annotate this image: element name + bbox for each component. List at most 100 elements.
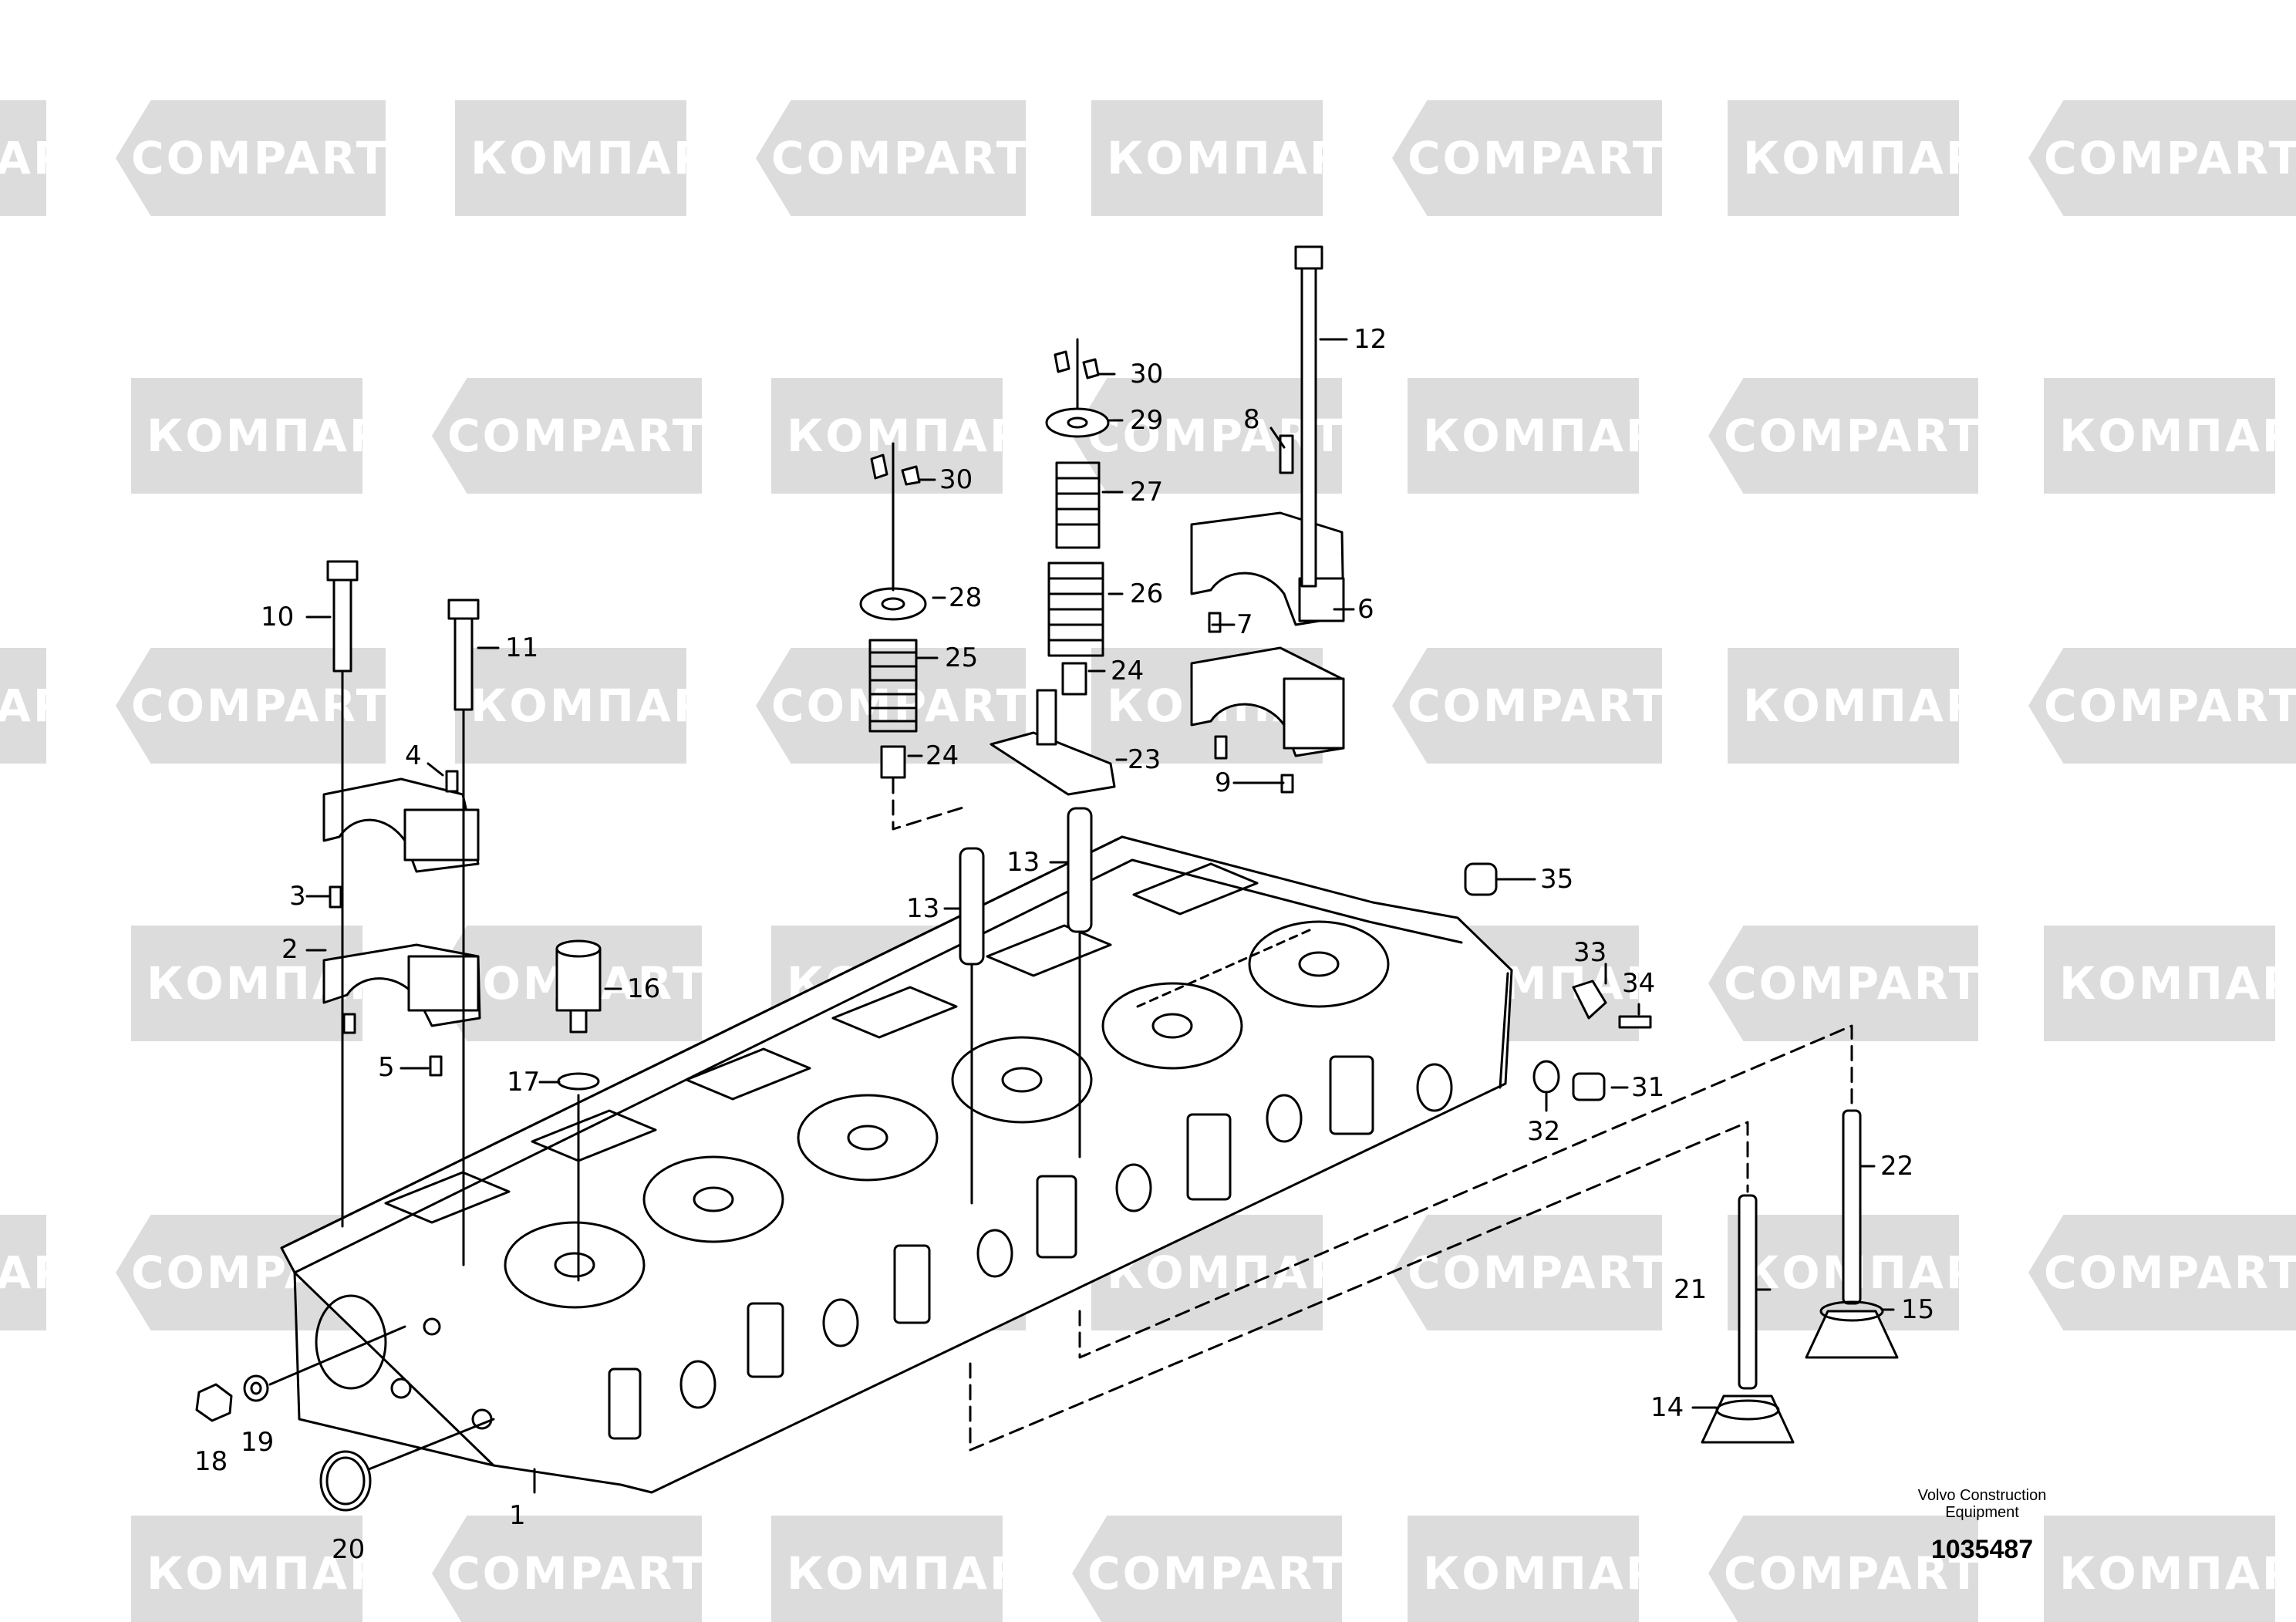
- watermark-text-latin: COMPART: [756, 100, 1026, 216]
- watermark-text-cyrillic: КОМПАРТ: [131, 378, 415, 494]
- union-31: [1572, 1072, 1606, 1101]
- watermark-text-latin: COMPART: [1392, 1215, 1662, 1330]
- callout-13a: 13: [906, 893, 940, 924]
- valve-guide-13b: [1067, 807, 1093, 933]
- o-ring-17: [557, 1072, 600, 1091]
- watermark-text-latin: COMPART: [1708, 926, 1978, 1041]
- callout-26: 26: [1130, 578, 1164, 609]
- watermark-text-latin: COMPART: [1708, 378, 1978, 494]
- watermark-text-latin: COMPART: [756, 648, 1026, 764]
- company-name-line-1: Volvo Construction: [1917, 1487, 2047, 1504]
- callout-9: 9: [1215, 767, 1232, 798]
- washer-19: [243, 1374, 269, 1402]
- valve-stack-right: [990, 350, 1116, 796]
- callout-29: 29: [1130, 405, 1164, 436]
- watermark-text-cyrillic: КОМПАРТ: [131, 1516, 415, 1622]
- valve-guide-13a: [959, 847, 985, 966]
- watermark-text-cyrillic: КОМПАРТ: [455, 648, 739, 764]
- callout-4: 4: [405, 740, 422, 771]
- callout-31: 31: [1631, 1072, 1665, 1103]
- callout-2: 2: [282, 934, 298, 965]
- company-name-line-2: Equipment: [1945, 1504, 2019, 1521]
- callout-3: 3: [289, 881, 306, 912]
- bolt-12: [1294, 245, 1323, 588]
- drawing-number: 1035487: [1930, 1535, 2034, 1564]
- callout-35: 35: [1540, 864, 1574, 895]
- callout-23: 23: [1128, 744, 1161, 775]
- bearing-cap-7: [1190, 646, 1345, 757]
- bolt-34: [1618, 1015, 1652, 1029]
- seal-32: [1532, 1060, 1560, 1094]
- callout-19: 19: [241, 1427, 275, 1458]
- callout-13b: 13: [1006, 847, 1040, 878]
- callout-27: 27: [1130, 477, 1164, 508]
- injector-sleeve-16: [555, 939, 602, 1034]
- bearing-cap-6: [1190, 511, 1345, 626]
- callout-16: 16: [627, 973, 661, 1004]
- watermark-text-latin: COMPART: [116, 100, 386, 216]
- callout-18: 18: [194, 1446, 228, 1477]
- watermark-text-latin: COMPART: [1392, 648, 1662, 764]
- watermark-text-cyrillic: КОМПАРТ: [771, 1516, 1055, 1622]
- watermark-text-latin: COMPART: [1072, 1516, 1342, 1622]
- watermark-text-latin: COMPART: [2028, 1215, 2296, 1330]
- callout-15: 15: [1901, 1294, 1935, 1325]
- watermark-text-latin: COMPART: [432, 1516, 702, 1622]
- watermark-text-latin: COMPART: [1072, 378, 1342, 494]
- callout-5: 5: [378, 1052, 395, 1083]
- callout-21: 21: [1674, 1274, 1708, 1305]
- watermark-text-latin: COMPART: [1392, 100, 1662, 216]
- drawing-footer: Volvo Construction Equipment 1035487: [1874, 1487, 2090, 1565]
- watermark-text-latin: COMPART: [1708, 1516, 1978, 1622]
- callout-24b: 24: [1111, 656, 1145, 686]
- plug-35: [1464, 862, 1498, 896]
- callout-22: 22: [1880, 1151, 1914, 1182]
- watermark-text-cyrillic: КОМПАРТ: [2044, 378, 2296, 494]
- callout-6: 6: [1357, 594, 1374, 625]
- callout-10: 10: [261, 602, 295, 632]
- valve-22: [1805, 1109, 1899, 1359]
- callout-12: 12: [1354, 324, 1387, 355]
- callout-7: 7: [1236, 609, 1253, 640]
- bearing-cap-4: [322, 777, 480, 873]
- callout-20: 20: [332, 1534, 366, 1565]
- watermark-text-latin: COMPART: [2028, 100, 2296, 216]
- valve-21: [1701, 1194, 1795, 1444]
- bracket-33: [1572, 980, 1607, 1020]
- watermark-text-cyrillic: КОМПАРТ: [455, 100, 739, 216]
- callout-17: 17: [507, 1067, 541, 1098]
- callout-32: 32: [1527, 1116, 1561, 1147]
- ring-20: [319, 1450, 372, 1512]
- plug-18: [195, 1383, 233, 1422]
- watermark-text-cyrillic: КОМПАРТ: [2044, 926, 2296, 1041]
- watermark-text-cyrillic: КОМПАРТ: [1728, 648, 2011, 764]
- watermark-text-cyrillic: КОМПАРТ: [1408, 1516, 1691, 1622]
- watermark-text-latin: COMPART: [2028, 648, 2296, 764]
- watermark-text-cyrillic: КОМПАРТ: [1091, 100, 1375, 216]
- callout-30b: 30: [1130, 359, 1164, 389]
- callout-11: 11: [505, 632, 539, 663]
- watermark-text-cyrillic: КОМПАРТ: [1728, 100, 2011, 216]
- callout-1: 1: [509, 1500, 526, 1531]
- callout-14: 14: [1650, 1392, 1684, 1423]
- callout-28: 28: [949, 582, 983, 613]
- callout-24a: 24: [925, 740, 959, 771]
- callout-8: 8: [1243, 404, 1260, 435]
- callout-34: 34: [1622, 968, 1656, 999]
